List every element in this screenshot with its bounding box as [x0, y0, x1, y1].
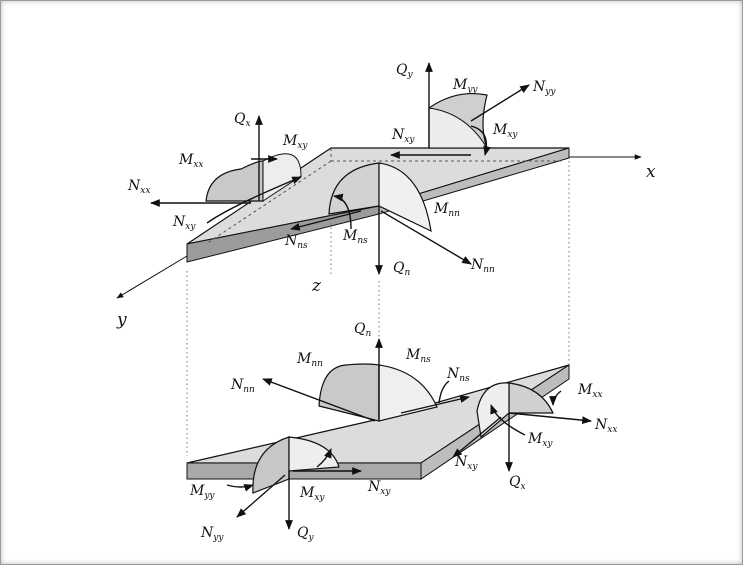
label-top-Nxy-left: Nxy [172, 214, 196, 232]
label-bottom-Mnn: Mnn [296, 351, 323, 369]
label-bottom-Mxy-left: Mxy [299, 485, 325, 503]
label-top-Mns: Mns [342, 228, 368, 246]
label-top-Qx: Qx [234, 111, 251, 129]
label-bottom-Qy: Qy [297, 525, 314, 543]
label-bottom-Mxx: Mxx [577, 382, 603, 400]
label-top-Mnn: Mnn [433, 201, 460, 219]
bottom-mnn-block [318, 363, 380, 422]
top-mxx-block [205, 160, 264, 202]
label-bottom-Nns: Nns [446, 366, 470, 384]
label-bottom-Nxy-right: Nxy [454, 454, 478, 472]
label-top-Qn: Qn [393, 260, 410, 278]
top-plate: x y z Qy Myy Nyy Qx Mxy Mxy Nxy Mxx Nxx … [116, 62, 656, 330]
label-top-Qy: Qy [396, 62, 413, 80]
label-top-Nnn: Nnn [470, 257, 495, 275]
bottom-myy-block [252, 436, 290, 494]
label-bottom-Qx: Qx [509, 474, 526, 492]
x-axis-label: x [646, 162, 656, 182]
bottom-plate: Qn Mnn Mns Nns Nnn Mxx Nxx Mxy Nxy Qx My… [186, 321, 617, 543]
y-axis-arrow [116, 255, 188, 299]
label-bottom-Mxy-right: Mxy [527, 431, 553, 449]
label-top-Mxx: Mxx [178, 152, 204, 170]
label-bottom-Mns: Mns [405, 347, 431, 365]
label-bottom-Nxx: Nxx [594, 417, 617, 435]
label-top-Nxy-right: Nxy [391, 127, 415, 145]
label-bottom-Nyy: Nyy [200, 525, 224, 543]
label-top-Nxx: Nxx [127, 178, 150, 196]
bottom-mxx-block [508, 382, 554, 414]
label-bottom-Qn: Qn [354, 321, 371, 339]
y-axis-label: y [116, 310, 127, 330]
label-top-Nyy: Nyy [532, 79, 556, 97]
label-bottom-Nnn: Nnn [230, 377, 255, 395]
bottom-mns-block [378, 364, 438, 422]
label-top-Mxy-right: Mxy [492, 122, 518, 140]
label-top-Mxy-left: Mxy [282, 133, 308, 151]
label-top-Nns: Nns [284, 233, 308, 251]
label-top-Myy: Myy [452, 77, 478, 95]
z-axis-label: z [311, 276, 322, 296]
label-bottom-Myy: Myy [189, 483, 215, 501]
top-mnn-block [378, 162, 432, 233]
label-bottom-Nxy-left: Nxy [367, 479, 391, 497]
